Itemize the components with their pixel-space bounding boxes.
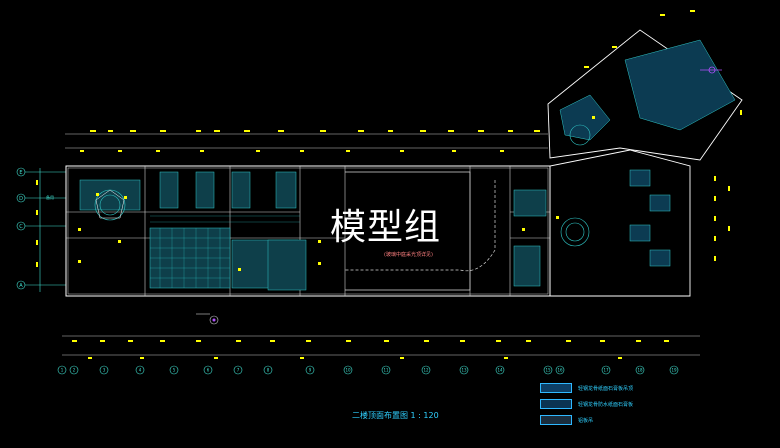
top-dimension-line [65,133,548,149]
bottom-dimension-ticks [72,340,669,359]
legend-item: 轻钢龙骨纸面石膏板吊顶 [540,382,660,394]
grid-letter-d: D [19,196,23,202]
legend-swatch [540,383,572,393]
grid-number: 6 [207,368,210,373]
legend-label: 轻钢龙骨纸面石膏板吊顶 [578,385,634,392]
bottom-grid-axis [57,365,679,375]
grid-number: 8 [267,368,270,373]
round-ceiling-feature-left [94,189,126,221]
left-grid-axis [16,167,66,292]
grid-number: 1 [61,368,64,373]
grid-letter-c: C [19,224,23,230]
side-label: 备用 [46,194,54,200]
bottom-grid-numbers: 1 2 3 4 5 6 7 8 9 10 11 12 13 14 15 16 1… [61,368,677,373]
grid-number: 15 [545,368,551,373]
watermark-text: 模型组 [330,207,442,248]
round-ceiling-feature-right [560,124,591,247]
grid-number: 9 [309,368,312,373]
legend-swatch [540,415,572,425]
grid-number: 2 [73,368,76,373]
grid-number: 3 [103,368,106,373]
legend-label: 轻钢龙骨防水纸面石膏板 [578,401,634,408]
section-marker [196,313,219,325]
drawing-title: 二楼顶面布置图 1 : 120 [352,411,439,420]
grid-number: 7 [237,368,240,373]
bottom-dimension-line [62,335,700,356]
grid-number: 5 [173,368,176,373]
grid-number: 16 [557,368,563,373]
grid-number: 11 [383,368,389,373]
grid-number: 12 [423,368,429,373]
ceiling-grid-lines [150,215,300,288]
legend-swatch [540,399,572,409]
accent-marks [700,66,722,74]
grid-number: 13 [461,368,467,373]
grid-number: 4 [139,368,142,373]
legend-label: 铝板吊 [578,417,594,424]
grid-letter-e: E [19,170,22,176]
section-marker-dot [212,318,216,322]
grid-number: 18 [637,368,643,373]
top-dimension-ticks [80,130,540,152]
right-wing-outline [547,29,743,297]
grid-number: 17 [603,368,609,373]
grid-number: 10 [345,368,351,373]
ceiling-grid-fills [79,171,547,291]
legend-item: 铝板吊 [540,414,660,426]
legend: 轻钢龙骨纸面石膏板吊顶 轻钢龙骨防水纸面石膏板 铝板吊 [540,382,660,430]
left-grid-letters: E D C A [19,170,23,289]
legend-item: 轻钢龙骨防水纸面石膏板 [540,398,660,410]
light-fixtures [78,116,595,271]
atrium-outline [345,171,496,291]
grid-number: 19 [671,368,677,373]
right-dimension-ticks [584,10,742,261]
grid-letter-a: A [19,283,23,289]
left-dimension-ticks [36,180,38,267]
atrium-note: (玻璃中庭采光顶详见) [384,251,433,258]
grid-number: 14 [497,368,503,373]
